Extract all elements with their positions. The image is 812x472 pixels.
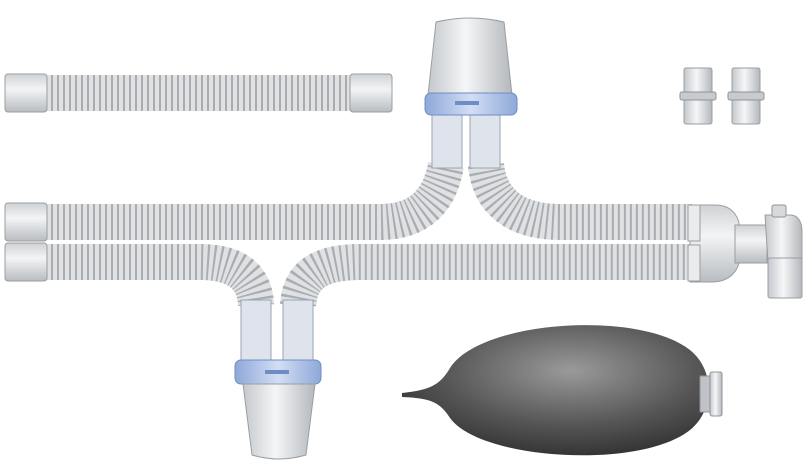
elbow-connector bbox=[764, 204, 803, 299]
water-trap-bottom bbox=[234, 299, 322, 460]
y-piece bbox=[687, 204, 768, 283]
small-connector bbox=[679, 67, 717, 125]
circuit-hoses bbox=[4, 161, 700, 308]
straight-hose bbox=[4, 73, 393, 113]
reservoir-bag bbox=[402, 325, 723, 456]
small-connector bbox=[727, 67, 765, 125]
water-trap-top bbox=[424, 17, 518, 169]
